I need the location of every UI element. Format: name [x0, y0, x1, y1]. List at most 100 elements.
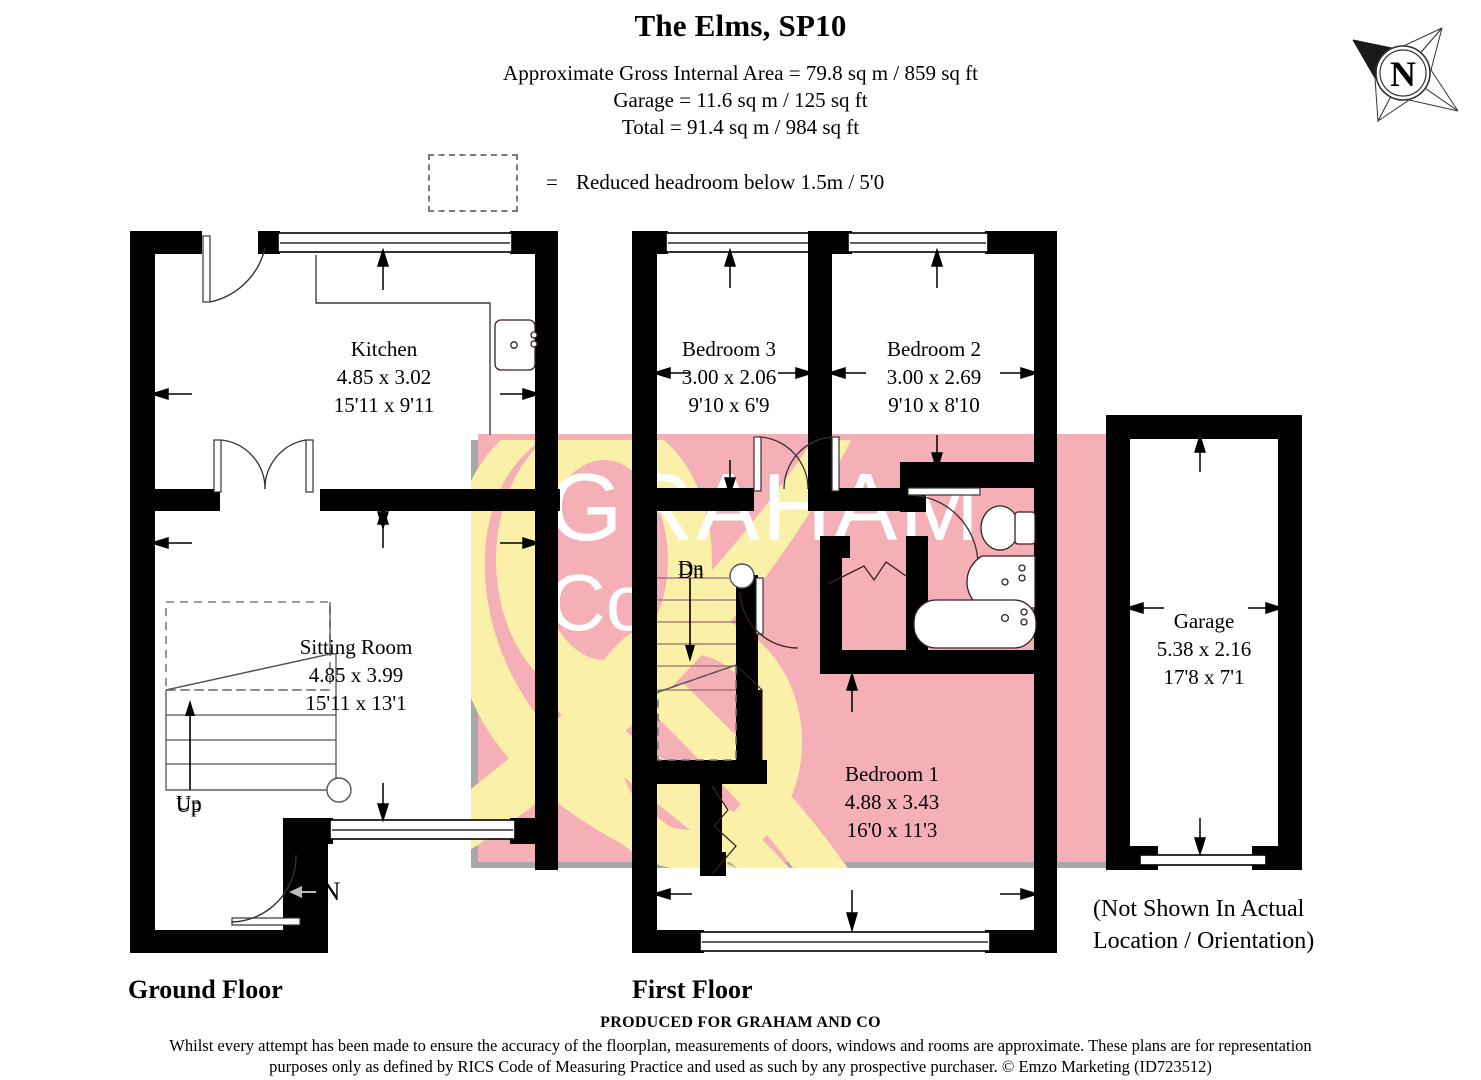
room-label-garage: Garage 5.38 x 2.16 17'8 x 7'1 [1088, 607, 1320, 691]
ff-bedroom1-door [739, 577, 799, 649]
garage-metric: 5.38 x 2.16 [1156, 637, 1252, 661]
ff-wall-bed1-left [700, 760, 722, 874]
gf-kitchen-sink [494, 319, 538, 371]
room-label-bedroom-2: Bedroom 2 3.00 x 2.69 9'10 x 8'10 [845, 335, 1023, 419]
ff-wall-bottom-left [632, 930, 704, 953]
ff-dimension-arrows [651, 247, 1040, 933]
ff-wall-right [1034, 231, 1057, 953]
ff-wall-bed3-bottom-jamb [808, 488, 832, 511]
sitting-room-imperial: 15'11 x 13'1 [305, 691, 407, 715]
first-floor-plan: Dn [632, 231, 1057, 953]
watermark-shadow [471, 440, 1118, 868]
ff-toilet-bowl [980, 505, 1020, 551]
footer-disclaimer-line-2: purposes only as defined by RICS Code of… [269, 1057, 1212, 1076]
bedroom2-metric: 3.00 x 2.69 [886, 365, 982, 389]
gf-wall-top-door-jamb [258, 231, 280, 254]
ff-wall-bed2-bottom-step [900, 462, 926, 512]
gf-wall-mid-left [130, 489, 220, 511]
garage-note-line-1: (Not Shown In Actual [1093, 896, 1305, 922]
swoosh-left-arc [471, 440, 736, 868]
gf-wall-left [130, 231, 155, 953]
garage-imperial: 17'8 x 7'1 [1163, 665, 1245, 689]
ff-wall-bed1-left-foot [700, 852, 726, 876]
gf-wall-right-lower [535, 470, 558, 870]
ff-bathroom-door [907, 487, 981, 566]
ff-wall-bed2-bottom-left [832, 488, 902, 511]
compass-rose: N [1345, 18, 1461, 128]
ff-bedroom3-door [753, 436, 809, 492]
gf-staircase-up [165, 602, 352, 803]
area-line-gross: Approximate Gross Internal Area = 79.8 s… [503, 61, 978, 85]
ff-wall-top-mid-stub [808, 231, 852, 254]
ff-wall-bed3-bottom-left [632, 488, 754, 511]
garage-wall-left [1106, 415, 1130, 870]
sitting-room-name: Sitting Room [299, 635, 413, 659]
watermark-brand-line1: GRAHAM [548, 454, 981, 561]
swoosh-diagonal [471, 440, 852, 850]
ff-reduced-headroom-area [657, 663, 763, 761]
bedroom1-metric: 4.88 x 3.43 [844, 790, 940, 814]
legend-reduced-headroom-label: Reduced headroom below 1.5m / 5'0 [576, 170, 885, 194]
ff-wall-stair-bottom [657, 760, 767, 784]
gf-double-doors [213, 439, 314, 493]
bedroom1-imperial: 16'0 x 11'3 [846, 818, 938, 842]
gf-entrance-door [231, 854, 301, 926]
compass-north-label: N [1390, 54, 1416, 94]
gf-kitchen-window [277, 232, 513, 253]
ff-wall-bottom-right [985, 930, 1057, 953]
bedroom2-name: Bedroom 2 [887, 337, 981, 361]
swoosh-tail [640, 684, 848, 868]
ff-bedroom1-recess [711, 785, 737, 875]
ff-wall-bed3-bed2 [808, 231, 832, 496]
bedroom1-name: Bedroom 1 [845, 762, 939, 786]
ff-wall-bathroom-top [900, 462, 1034, 488]
reduced-headroom-swatch [428, 154, 518, 212]
ff-wall-bathroom-bottom [820, 650, 1034, 674]
garage-name: Garage [1173, 609, 1235, 633]
page-title: The Elms, SP10 [634, 8, 847, 43]
ff-wall-bathroom-left [906, 536, 928, 664]
ff-staircase-down [657, 563, 755, 691]
gf-wall-top-right-stub [510, 231, 558, 254]
footer-disclaimer-line-1: Whilst every attempt has been made to en… [169, 1036, 1312, 1055]
ff-bedroom2-window [847, 232, 989, 253]
gf-wall-right-upper [535, 231, 558, 493]
ff-bedroom3-window [665, 232, 811, 253]
watermark-swoosh-group [471, 440, 852, 868]
gf-wall-bottom-right-stub [510, 818, 558, 844]
gf-kitchen-counter [315, 255, 491, 435]
watermark-graham-and-co: GRAHAM Co [471, 434, 1118, 868]
ff-bathroom-fixtures [913, 505, 1037, 649]
room-label-sitting-room: Sitting Room 4.85 x 3.99 15'11 x 13'1 [176, 633, 536, 717]
bedroom2-imperial: 9'10 x 8'10 [888, 393, 980, 417]
kitchen-imperial: 15'11 x 9'11 [333, 393, 435, 417]
ff-toilet-cistern [1014, 511, 1036, 545]
swoosh-g-ring [496, 440, 712, 704]
kitchen-name: Kitchen [350, 337, 418, 361]
room-label-bedroom-3: Bedroom 3 3.00 x 2.06 9'10 x 6'9 [640, 335, 818, 419]
caption-first-floor: First Floor [632, 975, 753, 1004]
garage-door [1139, 854, 1267, 866]
gf-wall-mid-right [320, 489, 560, 511]
garage-location-note: (Not Shown In Actual Location / Orientat… [1093, 893, 1314, 957]
bedroom3-imperial: 9'10 x 6'9 [688, 393, 770, 417]
garage-plan [1106, 415, 1302, 870]
garage-dimension-arrows [1124, 433, 1285, 857]
garage-wall-right [1278, 415, 1302, 870]
room-label-kitchen: Kitchen 4.85 x 3.02 15'11 x 9'11 [204, 335, 564, 419]
swoosh-amp-ring [578, 614, 802, 868]
ff-bedroom2-door [783, 436, 840, 492]
ff-wall-left [632, 231, 657, 953]
garage-wall-top [1106, 415, 1302, 439]
room-label-bedroom-1: Bedroom 1 4.88 x 3.43 16'0 x 11'3 [768, 760, 1016, 844]
bedroom3-name: Bedroom 3 [682, 337, 776, 361]
gf-wall-bottom-left [130, 930, 310, 953]
ground-floor-plan: Up [130, 231, 560, 953]
swoosh-inner-arc [510, 440, 790, 868]
gf-back-door [202, 235, 266, 303]
legend-equals-sign: = [546, 170, 558, 194]
ff-landing-nook [827, 561, 907, 585]
watermark-panel [478, 434, 1118, 862]
bedroom3-metric: 3.00 x 2.06 [681, 365, 777, 389]
